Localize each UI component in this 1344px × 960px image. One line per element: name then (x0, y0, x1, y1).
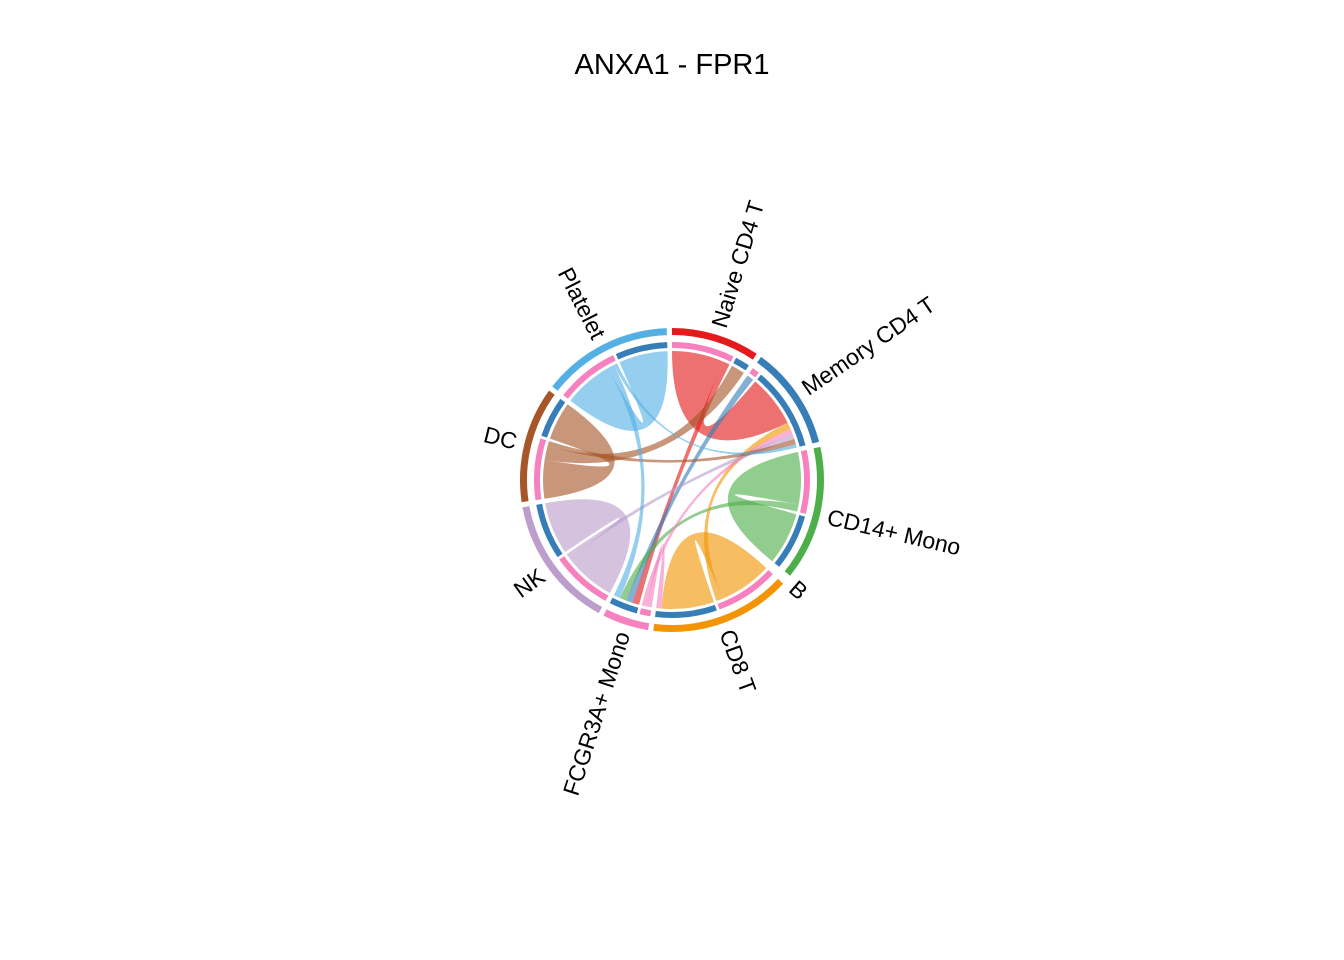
chart-title: ANXA1 - FPR1 (575, 49, 770, 81)
inner-tracks (534, 342, 811, 618)
chord-nk-to-nk (545, 499, 631, 594)
receptor-track-memory-cd4-t (757, 374, 806, 447)
chord-cd8-t-to-cd8-t (661, 532, 767, 610)
sector-label-cd14-mono: CD14+ Mono (825, 504, 964, 560)
sector-dc (519, 390, 555, 503)
outer-sectors (519, 328, 825, 633)
chord-cd8-t-to-memory-cd4-t (704, 422, 791, 602)
chord-platelet-to-fcgr3a-mono (607, 364, 645, 599)
sector-cd14-mono (784, 446, 825, 576)
chord-naive-cd4-t-to-fcgr3a-mono (632, 361, 730, 605)
chord-cd14-mono-to-cd14-mono (727, 451, 801, 562)
sector-nk (522, 506, 603, 614)
sector-label-dc: DC (481, 421, 519, 454)
sector-naive-cd4-t (672, 328, 757, 360)
sector-label-memory-cd4-t: Memory CD4 T (797, 291, 940, 400)
sector-label-fcgr3a-mono: FCGR3A+ Mono (558, 628, 635, 798)
sector-b (781, 575, 787, 580)
receptor-track-dc (541, 398, 566, 438)
ligand-track-nk (559, 556, 609, 601)
receptor-track-cd14-mono (774, 515, 806, 567)
ligand-track-cd14-mono (799, 449, 811, 514)
chord-links (542, 351, 801, 610)
ligand-track-memory-cd4-t (749, 368, 759, 378)
chord-fcgr3a-mono-to-cd8-t (646, 543, 665, 609)
receptor-track-naive-cd4-t (733, 357, 749, 371)
chord-dc-to-memory-cd4-t (547, 439, 796, 463)
sector-platelet (552, 328, 667, 391)
ligand-track-platelet (563, 355, 616, 399)
sector-memory-cd4-t (756, 356, 820, 444)
chord-memory-cd4-t-to-fcgr3a-mono (626, 375, 754, 603)
chord-dc-to-naive-cd4-t (544, 365, 744, 464)
ligand-track-naive-cd4-t (672, 342, 734, 362)
ligand-track-dc (534, 438, 547, 501)
chord-dc-to-dc (542, 404, 615, 499)
sector-label-cd8-t: CD8 T (714, 626, 761, 697)
receptor-track-cd8-t (655, 604, 717, 618)
sector-label-platelet: Platelet (553, 263, 611, 344)
ligand-track-fcgr3a-mono (639, 608, 652, 617)
sector-label-naive-cd4-t: Naive CD4 T (706, 198, 769, 331)
receptor-track-platelet (615, 342, 668, 360)
sector-cd8-t (653, 578, 784, 633)
sector-label-nk: NK (509, 563, 551, 603)
receptor-track-fcgr3a-mono (609, 597, 639, 614)
receptor-track-nk (536, 503, 563, 558)
sector-label-b: B (784, 575, 813, 605)
ligand-track-cd8-t (717, 570, 773, 610)
chord-platelet-to-platelet (570, 351, 668, 431)
sector-fcgr3a-mono (603, 609, 650, 631)
